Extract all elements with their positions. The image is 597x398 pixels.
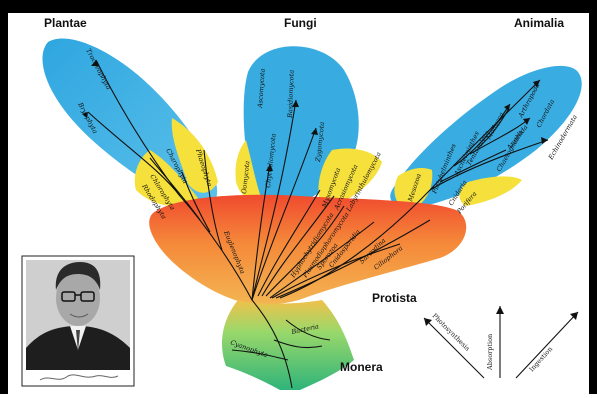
ingestion-label: Ingestion xyxy=(528,345,555,373)
kingdom-monera-label: Monera xyxy=(340,360,383,374)
frame-right xyxy=(589,0,597,394)
frame-top xyxy=(0,0,597,13)
nutrition-legend: Photosynthesis Absorption Ingestion xyxy=(424,306,578,378)
absorption-arrowhead xyxy=(496,306,504,314)
kingdom-protista-label: Protista xyxy=(372,291,417,305)
kingdom-plantae-label: Plantae xyxy=(44,16,87,30)
photosynthesis-label: Photosynthesis xyxy=(431,312,472,353)
kingdom-fungi-label: Fungi xyxy=(284,16,317,30)
kingdom-animalia-label: Animalia xyxy=(514,16,564,30)
photosynthesis-arrow xyxy=(424,318,484,378)
portrait-photo xyxy=(22,256,134,386)
absorption-label: Absorption xyxy=(486,334,494,371)
frame-left xyxy=(0,0,8,394)
